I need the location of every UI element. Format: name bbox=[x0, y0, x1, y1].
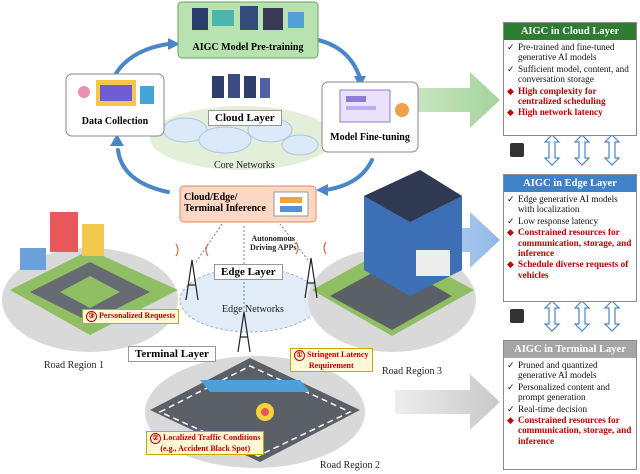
pretraining-label: AIGC Model Pre-training bbox=[192, 42, 304, 53]
edge-item: ◆Schedule diverse requests of vehicles bbox=[507, 259, 629, 280]
inference-label-line2: Terminal Inference bbox=[184, 203, 266, 214]
road-region-3 bbox=[308, 170, 476, 352]
tag-text-2b: (e.g., Accident Black Spot) bbox=[160, 444, 251, 453]
panel-link-arrows bbox=[543, 134, 621, 332]
edge-layer-label: Edge Layer bbox=[214, 264, 283, 280]
cloud-panel-title: AIGC in Cloud Layer bbox=[504, 23, 636, 40]
cloud-item: ◆High complexity for centralized schedul… bbox=[507, 85, 606, 107]
terminal-layer-label: Terminal Layer bbox=[128, 346, 216, 362]
terminal-panel-list: ✓Pruned and quantized generative AI mode… bbox=[504, 358, 636, 449]
tag-text-1a: Stringent Latency bbox=[307, 350, 369, 359]
fine-tuning-illustration bbox=[339, 89, 409, 123]
server-illustration bbox=[192, 6, 304, 30]
ai-chip-icons bbox=[510, 143, 524, 323]
cell-towers bbox=[185, 257, 318, 353]
apps-label: Autonomous Driving APPs bbox=[250, 234, 296, 252]
inference-label: Cloud/Edge/ Terminal Inference bbox=[184, 192, 272, 214]
terminal-item: ✓Personalized content and prompt generat… bbox=[507, 381, 610, 403]
tag-text-1b: Requirement bbox=[308, 361, 354, 370]
terminal-layer-panel: AIGC in Terminal Layer ✓Pruned and quant… bbox=[503, 340, 637, 470]
terminal-item: ✓Pruned and quantized generative AI mode… bbox=[507, 360, 598, 381]
terminal-panel-title: AIGC in Terminal Layer bbox=[504, 341, 636, 358]
cycle-arrows bbox=[113, 38, 374, 194]
inference-label-line1: Cloud/Edge/ bbox=[184, 192, 238, 203]
arrow-to-terminal-panel bbox=[395, 374, 500, 430]
apps-line2: Driving APPs bbox=[250, 243, 297, 252]
fine-tuning-label: Model Fine-tuning bbox=[330, 132, 410, 143]
cloud-layer-label: Cloud Layer bbox=[208, 110, 282, 126]
tag-text-3: Personalized Requests bbox=[99, 311, 176, 320]
tag-text-2a: Localized Traffic Conditions bbox=[163, 433, 261, 442]
tag-number-1: ① bbox=[294, 350, 305, 361]
tag-number-2: ② bbox=[150, 433, 161, 444]
edge-networks-label: Edge Networks bbox=[222, 304, 284, 315]
arrow-to-cloud-panel bbox=[395, 72, 500, 128]
cloud-item: ✓Sufficient model, content, and conversa… bbox=[507, 63, 629, 85]
cloud-panel-list: ✓Pre-trained and fine-tuned generative A… bbox=[504, 40, 636, 121]
apps-line1: Autonomous bbox=[251, 234, 296, 243]
cloud-servers bbox=[212, 74, 270, 98]
edge-item: ◆Constrained resources for communication… bbox=[507, 227, 632, 259]
edge-layer-panel: AIGC in Edge Layer ✓Edge generative AI m… bbox=[503, 174, 637, 302]
terminal-item: ✓Real-time decision bbox=[507, 403, 588, 414]
tag-number-3: ③ bbox=[86, 311, 97, 322]
road-region-1 bbox=[2, 212, 178, 352]
core-networks-label: Core Networks bbox=[214, 160, 275, 171]
edge-panel-title: AIGC in Edge Layer bbox=[504, 175, 636, 192]
data-collection-illustration bbox=[78, 80, 154, 106]
road-region-2-label: Road Region 2 bbox=[320, 460, 380, 471]
edge-item: ✓Low response latency bbox=[507, 215, 599, 226]
cloud-item: ✓Pre-trained and fine-tuned generative A… bbox=[507, 42, 615, 63]
edge-panel-list: ✓Edge generative AI models with localiza… bbox=[504, 192, 636, 283]
cloud-layer-panel: AIGC in Cloud Layer ✓Pre-trained and fin… bbox=[503, 22, 637, 136]
edge-item: ✓Edge generative AI models with localiza… bbox=[507, 194, 618, 215]
cloud-item: ◆High network latency bbox=[507, 107, 603, 118]
terminal-item: ◆Constrained resources for communication… bbox=[507, 415, 632, 446]
road-region-3-label: Road Region 3 bbox=[382, 366, 442, 377]
data-collection-label: Data Collection bbox=[81, 116, 149, 127]
road-region-1-label: Road Region 1 bbox=[44, 360, 104, 371]
